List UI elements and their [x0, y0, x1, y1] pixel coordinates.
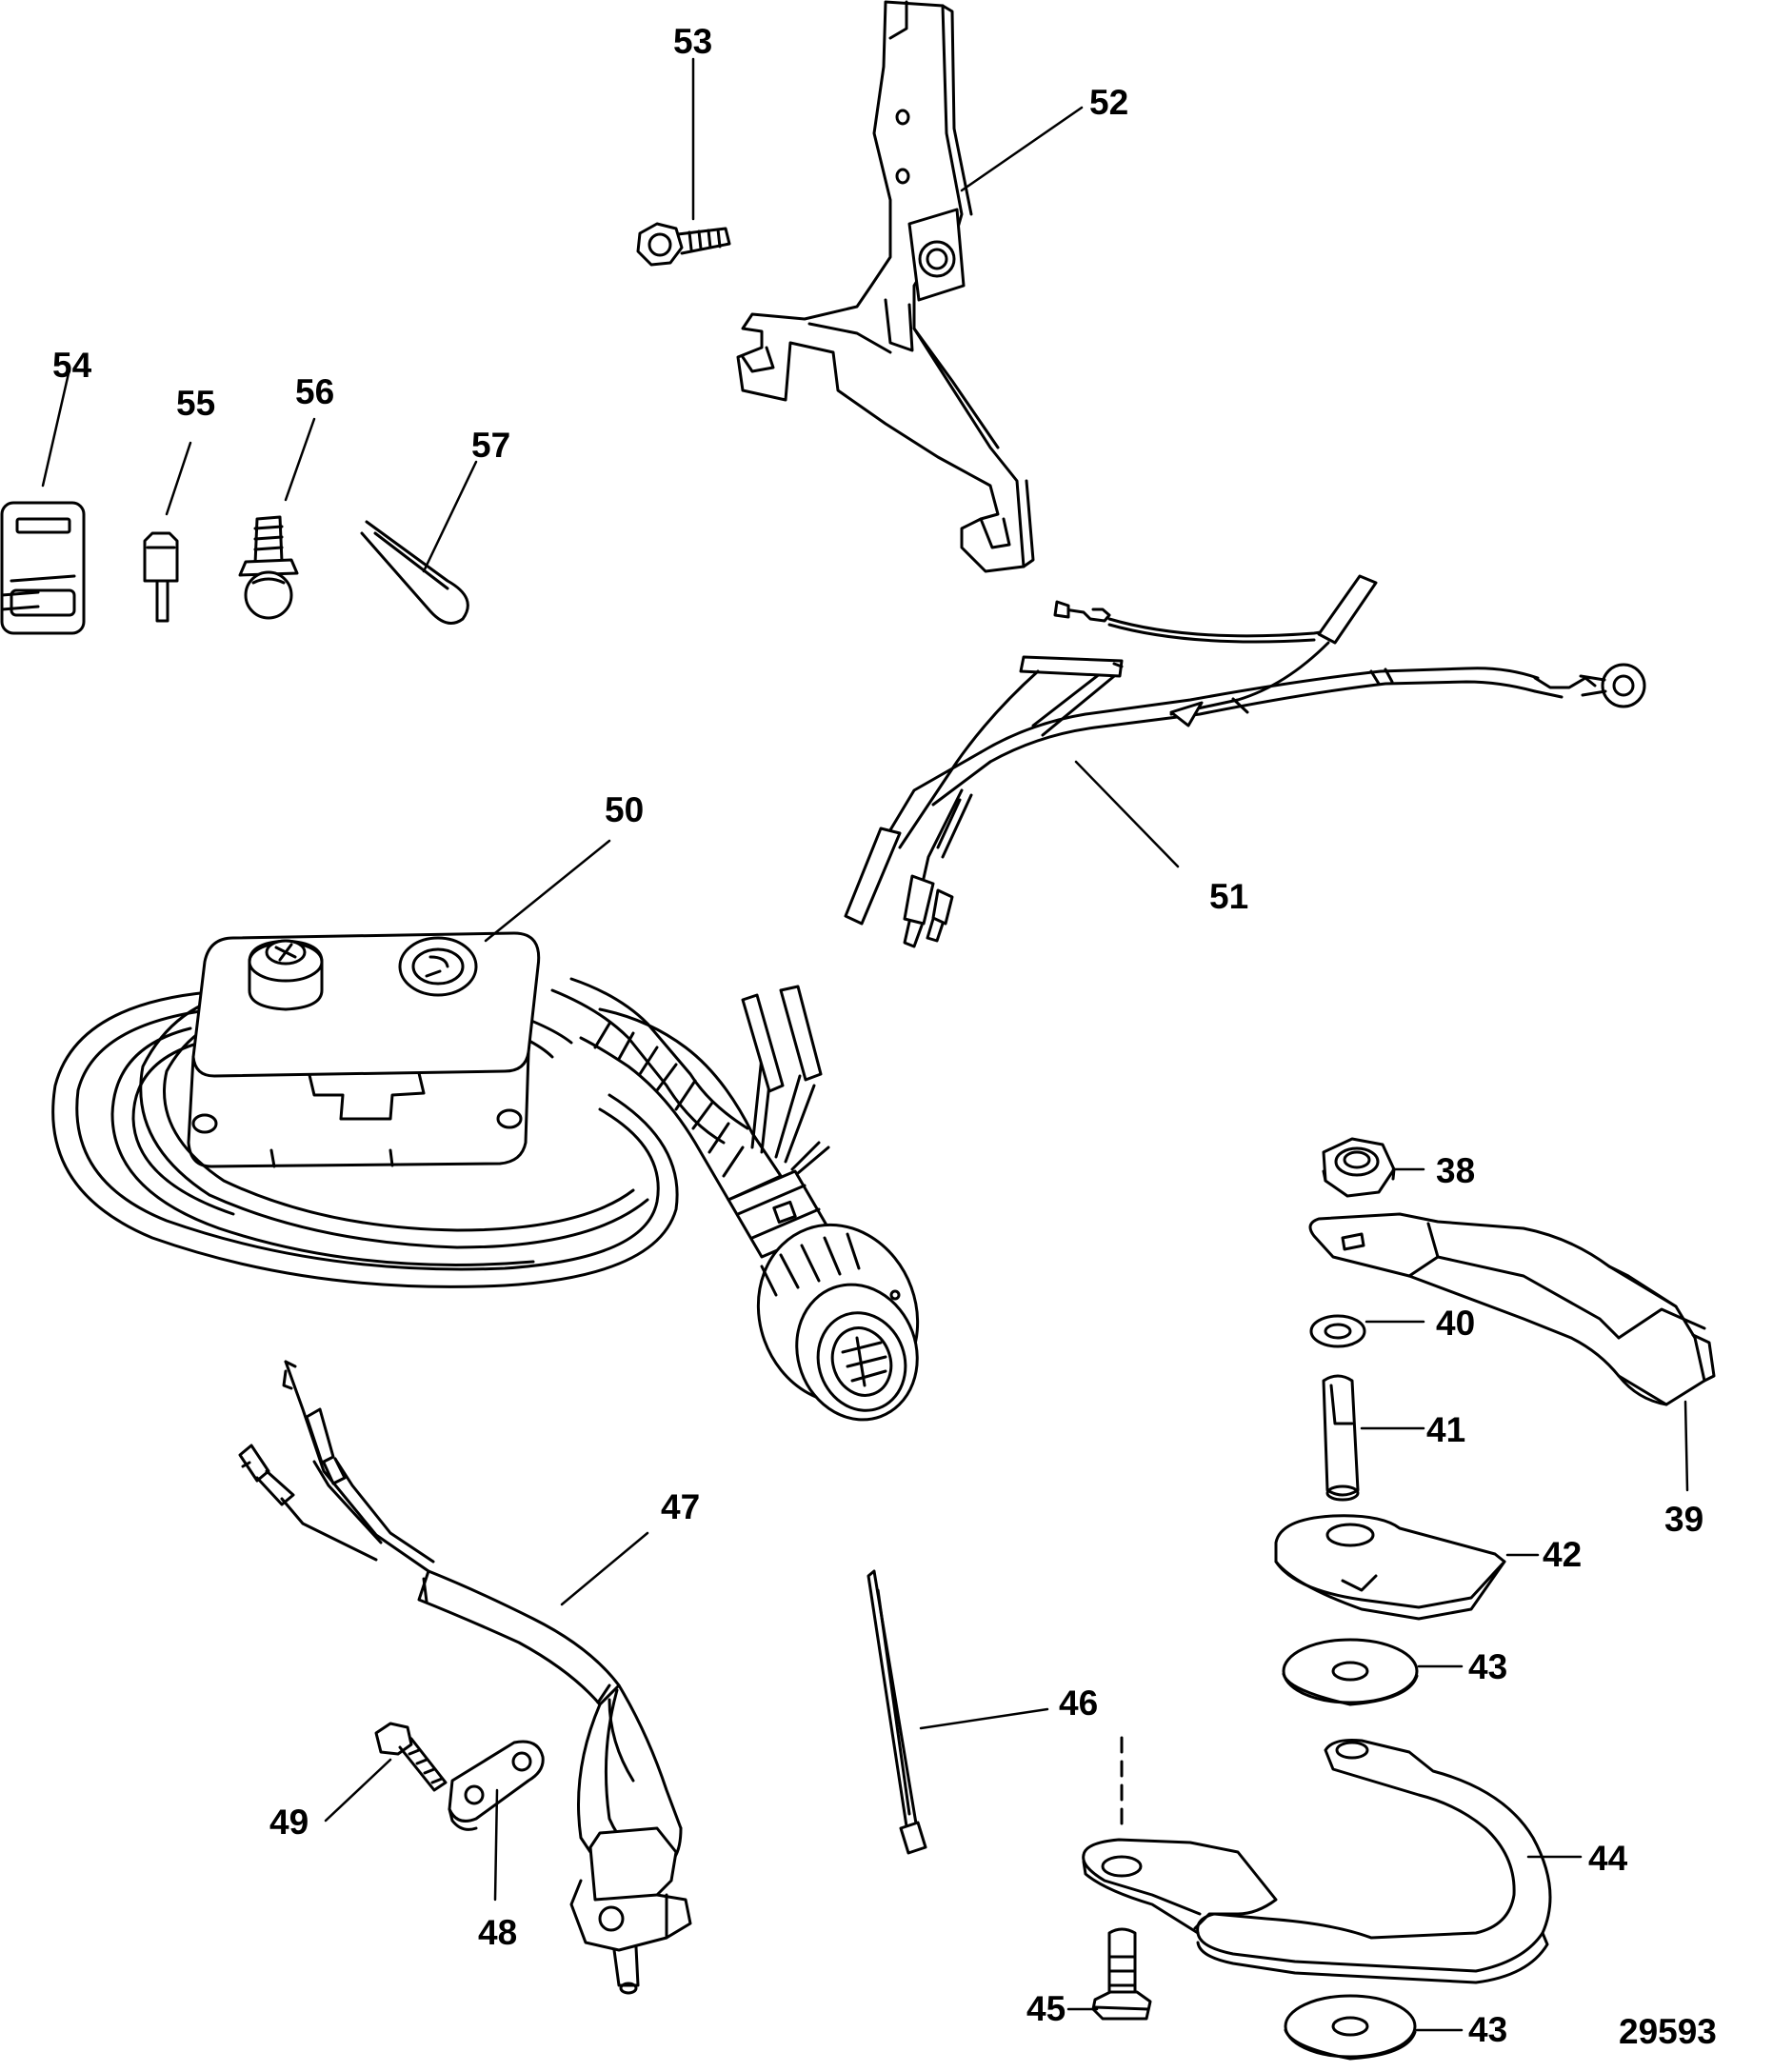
part-51-wire-harness: [846, 576, 1644, 946]
callout-46: 46: [1059, 1684, 1098, 1723]
callout-52: 52: [1089, 83, 1128, 122]
part-43-washer-upper: [1284, 1640, 1417, 1704]
callout-42: 42: [1543, 1535, 1582, 1574]
part-38-lock-nut: [1324, 1139, 1394, 1196]
callout-38: 38: [1436, 1151, 1475, 1190]
part-39-lever: [1310, 1214, 1714, 1405]
part-54-clip: [2, 503, 84, 633]
part-47-sensor-harness: [240, 1362, 690, 1993]
callout-56: 56: [295, 372, 334, 411]
callout-50: 50: [605, 790, 644, 829]
part-44-arc-bracket: [1084, 1738, 1550, 1982]
callout-41: 41: [1426, 1410, 1465, 1449]
leader-lines: [41, 57, 1689, 2032]
callout-44: 44: [1588, 1839, 1628, 1878]
part-49-screw: [376, 1723, 446, 1790]
callout-49: 49: [269, 1803, 309, 1842]
callout-54: 54: [52, 346, 92, 385]
part-55-terminal: [145, 533, 177, 621]
callout-40: 40: [1436, 1304, 1475, 1343]
figure-number: 29593: [1619, 2012, 1717, 2051]
part-57-cotter-pin: [362, 522, 468, 624]
callout-43-lower: 43: [1468, 2010, 1507, 2049]
part-50-trim-switch-harness: [53, 933, 943, 1437]
callout-51: 51: [1209, 877, 1248, 916]
part-53-hex-bolt: [638, 224, 729, 265]
part-40-washer: [1311, 1316, 1365, 1346]
callout-43-upper: 43: [1468, 1647, 1507, 1686]
callout-55: 55: [176, 384, 215, 423]
part-48-plate: [449, 1742, 543, 1829]
callout-53: 53: [673, 22, 712, 61]
callout-39: 39: [1664, 1500, 1703, 1539]
part-52-bracket: [738, 2, 1033, 571]
callout-labels: 53 52 54 55 56 57 50 51 38 40 41 39 42 4…: [52, 22, 1717, 2051]
part-46-cable-tie: [868, 1571, 926, 1853]
part-56-ball-stud: [240, 517, 297, 618]
callout-48: 48: [478, 1913, 517, 1952]
callout-45: 45: [1026, 1989, 1066, 2028]
part-45-shoulder-bolt: [1093, 1929, 1150, 2019]
part-41-pin: [1324, 1376, 1358, 1500]
part-42-plate: [1276, 1516, 1504, 1619]
callout-57: 57: [471, 426, 510, 465]
callout-47: 47: [661, 1487, 700, 1526]
part-43-washer-lower: [1285, 1996, 1415, 2059]
